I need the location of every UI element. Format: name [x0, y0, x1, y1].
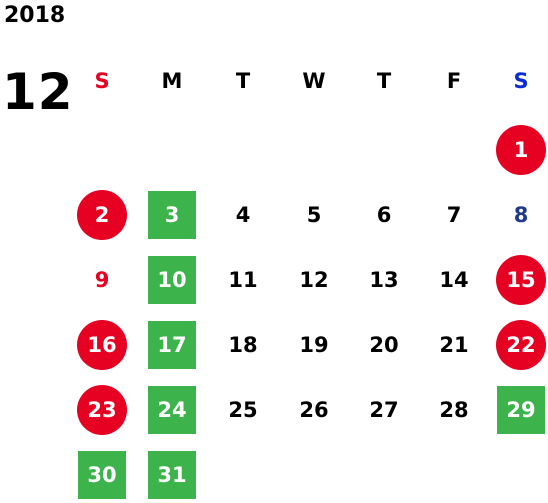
day-cell-2[interactable]: 2 — [77, 190, 127, 240]
day-cell-5[interactable]: 5 — [306, 203, 322, 227]
day-cell-29[interactable]: 29 — [497, 386, 545, 434]
day-cell-20[interactable]: 20 — [369, 333, 399, 357]
day-cell-24[interactable]: 24 — [148, 386, 196, 434]
day-cell-12[interactable]: 12 — [299, 268, 329, 292]
day-cell-28[interactable]: 28 — [439, 398, 469, 422]
day-cell-4[interactable]: 4 — [235, 203, 251, 227]
day-cell-3[interactable]: 3 — [148, 191, 196, 239]
weekday-label-tuesday: T — [235, 69, 251, 93]
day-cell-31[interactable]: 31 — [148, 451, 196, 499]
day-cell-30[interactable]: 30 — [78, 451, 126, 499]
day-cell-9[interactable]: 9 — [94, 268, 110, 292]
day-cell-21[interactable]: 21 — [439, 333, 469, 357]
day-cell-26[interactable]: 26 — [299, 398, 329, 422]
day-cell-19[interactable]: 19 — [299, 333, 329, 357]
day-cell-18[interactable]: 18 — [228, 333, 258, 357]
weekday-label-sunday: S — [94, 69, 110, 93]
day-cell-16[interactable]: 16 — [77, 320, 127, 370]
day-cell-10[interactable]: 10 — [148, 256, 196, 304]
calendar-month: 12 — [2, 63, 74, 121]
weekday-label-wednesday: W — [302, 69, 326, 93]
day-cell-8[interactable]: 8 — [513, 203, 529, 227]
weekday-label-thursday: T — [376, 69, 392, 93]
day-cell-25[interactable]: 25 — [228, 398, 258, 422]
day-cell-17[interactable]: 17 — [148, 321, 196, 369]
calendar-year: 2018 — [4, 3, 66, 28]
day-cell-1[interactable]: 1 — [496, 125, 546, 175]
weekday-label-saturday: S — [513, 69, 529, 93]
day-cell-27[interactable]: 27 — [369, 398, 399, 422]
day-cell-15[interactable]: 15 — [496, 255, 546, 305]
day-cell-14[interactable]: 14 — [439, 268, 469, 292]
day-cell-22[interactable]: 22 — [496, 320, 546, 370]
day-cell-13[interactable]: 13 — [369, 268, 399, 292]
weekday-label-friday: F — [446, 69, 462, 93]
weekday-label-monday: M — [161, 69, 183, 93]
day-cell-7[interactable]: 7 — [446, 203, 462, 227]
day-cell-11[interactable]: 11 — [228, 268, 258, 292]
day-cell-6[interactable]: 6 — [376, 203, 392, 227]
day-cell-23[interactable]: 23 — [77, 385, 127, 435]
